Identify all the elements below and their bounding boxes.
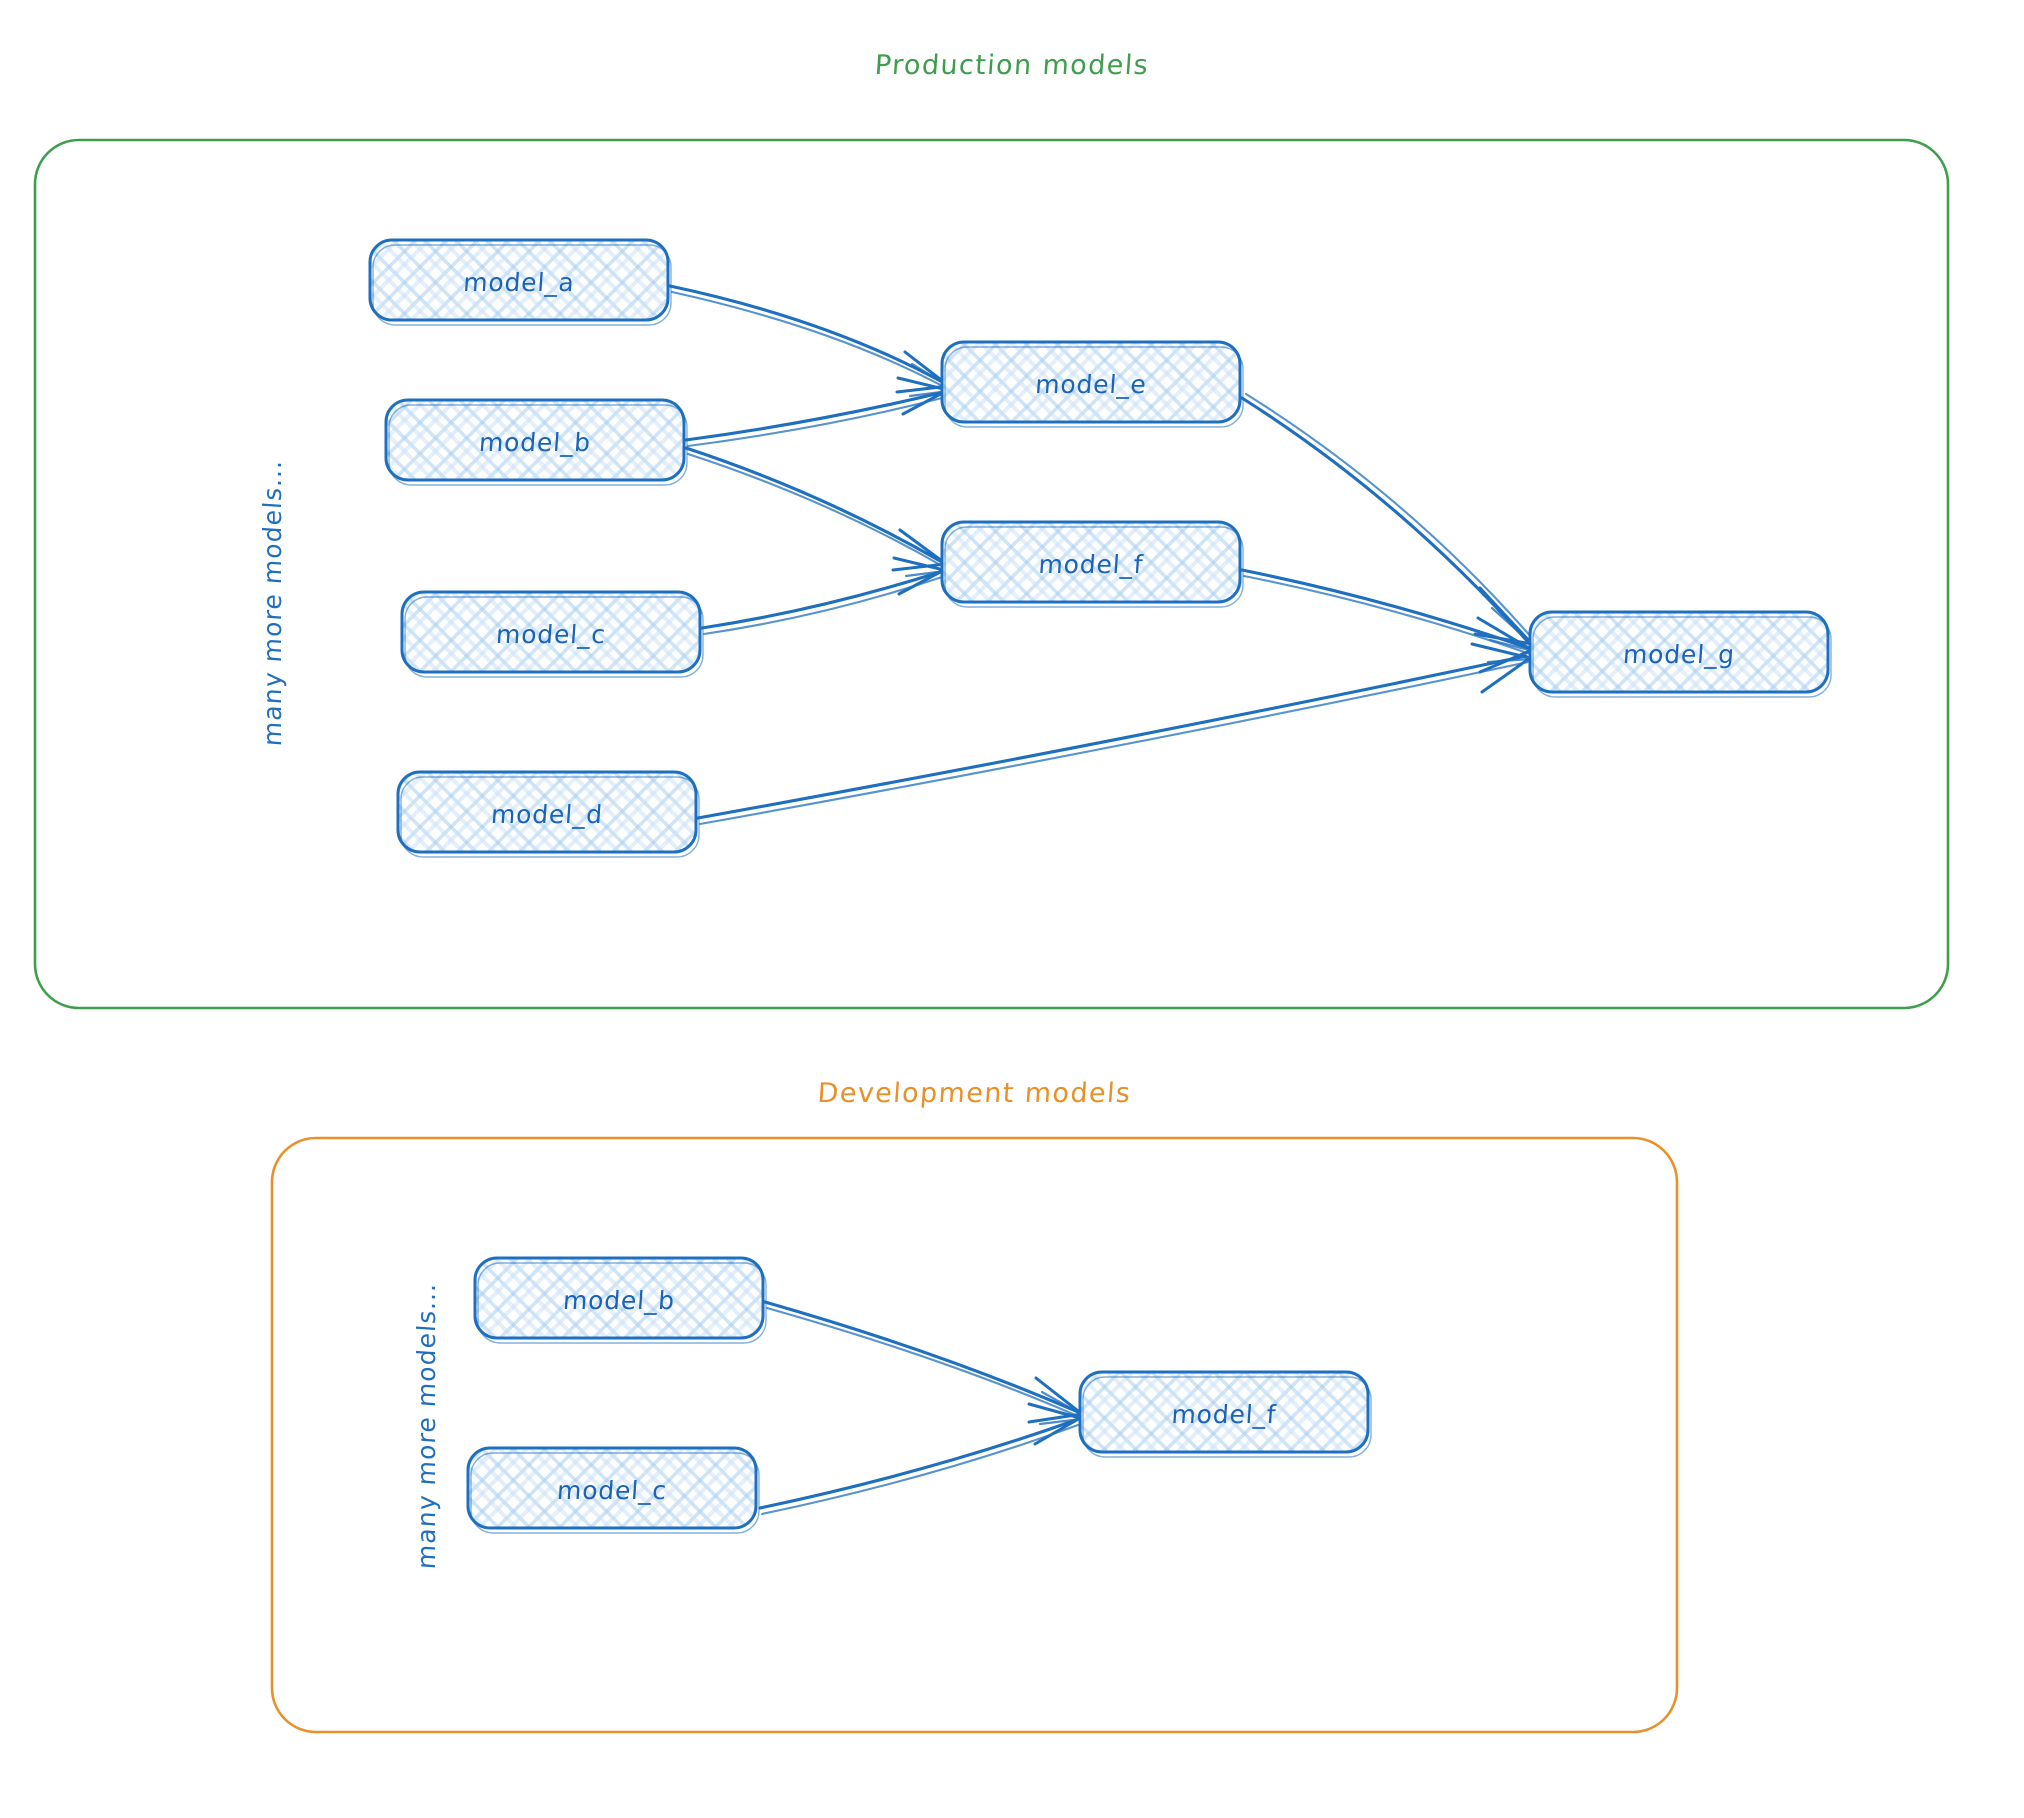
development-nodes	[466, 1256, 1372, 1534]
edge-model-d-to-model-g	[696, 642, 1534, 826]
edge-model-f-to-model-g	[1240, 568, 1536, 674]
edge-model-b-to-model-e	[684, 376, 953, 448]
development-group-frame	[270, 1136, 1679, 1734]
node-model-c[interactable]	[400, 590, 704, 678]
node-model-d[interactable]	[396, 770, 700, 858]
node-dev-model-f[interactable]	[1078, 1370, 1372, 1458]
production-group-frame	[33, 138, 1950, 1010]
edge-dev-model-b-to-dev-model-f	[763, 1300, 1086, 1424]
development-group-title: Development models	[816, 1078, 1133, 1109]
node-model-a[interactable]	[368, 238, 672, 326]
edge-model-e-to-model-g	[1240, 392, 1537, 647]
production-group-title: Production models	[873, 50, 1151, 81]
node-model-f[interactable]	[940, 520, 1244, 608]
production-edges	[668, 284, 1537, 826]
node-dev-model-c[interactable]	[466, 1446, 760, 1534]
node-model-g[interactable]	[1528, 610, 1832, 698]
edge-model-b-to-model-f	[684, 446, 950, 572]
development-edges	[758, 1300, 1086, 1516]
production-side-label: many more models...	[258, 458, 287, 748]
production-nodes	[368, 238, 1832, 858]
node-model-b[interactable]	[384, 398, 688, 486]
node-dev-model-b[interactable]	[473, 1256, 767, 1344]
node-model-e[interactable]	[940, 340, 1244, 428]
development-side-label: many more models...	[412, 1281, 441, 1571]
edge-model-a-to-model-e	[668, 284, 953, 394]
